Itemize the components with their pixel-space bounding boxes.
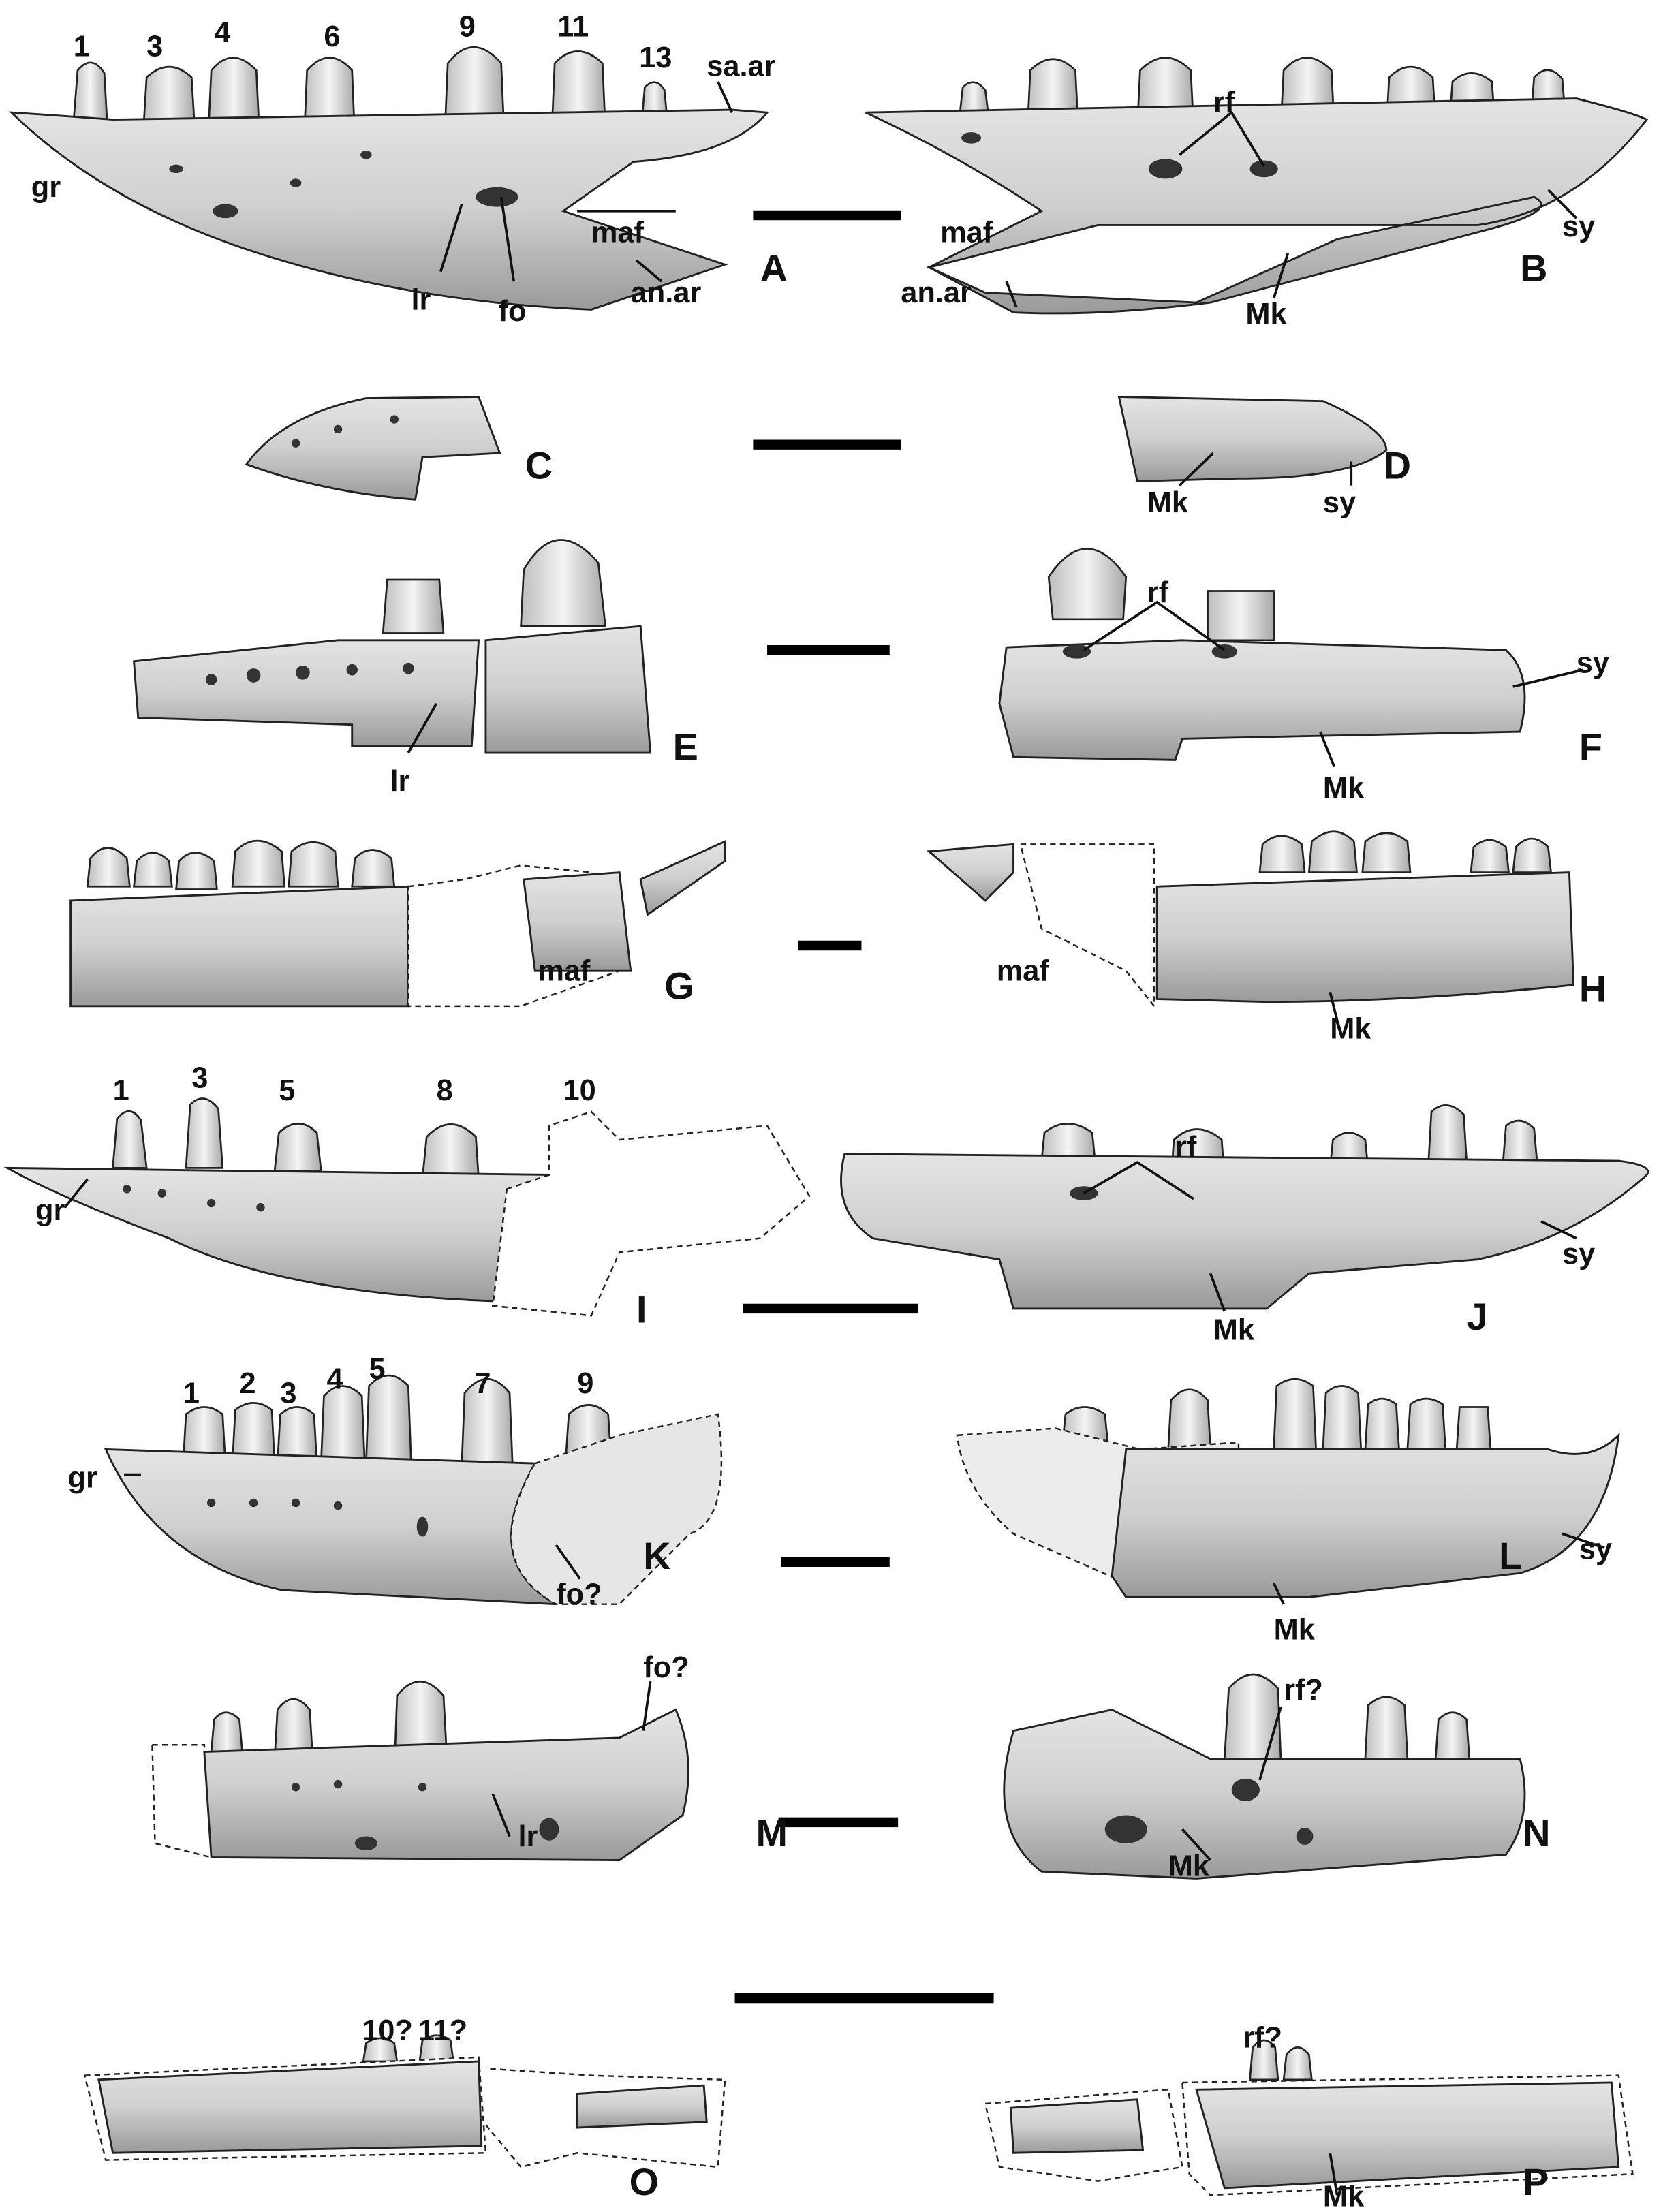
tooth-number: 5: [279, 1074, 295, 1107]
label-an-ar: an.ar: [901, 277, 972, 309]
panel-letter-f: F: [1579, 726, 1602, 768]
panel-letter-i: I: [636, 1289, 647, 1331]
panel-o-jaw: [83, 2034, 726, 2168]
panel-e-jaw: [133, 539, 652, 754]
panel-letter-c: C: [525, 444, 553, 486]
label-mk: Mk: [1323, 2181, 1365, 2212]
panel-f-jaw: [998, 548, 1584, 768]
panel-letter-m: M: [756, 1812, 788, 1854]
tooth-number: 8: [437, 1074, 453, 1107]
label-maf: maf: [940, 216, 993, 249]
tooth-number: 13: [639, 42, 672, 74]
panel-letter-p: P: [1523, 2161, 1548, 2203]
label-rf: rf: [1147, 576, 1169, 609]
label-fo: fo?: [556, 1578, 602, 1611]
label-rf: rf: [1213, 87, 1235, 119]
label-lr: lr: [390, 765, 409, 798]
label-maf: maf: [591, 216, 645, 249]
label-rf: rf: [1175, 1131, 1197, 1164]
panel-b-jaw: [865, 57, 1649, 315]
panel-d-jaw: [1117, 395, 1388, 486]
panel-letter-a: A: [760, 247, 788, 290]
label-sy: sy: [1579, 1533, 1612, 1566]
panel-l-jaw: [956, 1377, 1620, 1605]
label-gr: gr: [67, 1461, 97, 1494]
panel-i-labels: 1 3 5 8 10 gr I: [35, 1062, 647, 1331]
tooth-number: 2: [239, 1367, 255, 1400]
tooth-number: 9: [577, 1367, 593, 1400]
label-mk: Mk: [1245, 298, 1287, 330]
panel-n-jaw: [1003, 1673, 1526, 1880]
tooth-number: 11: [557, 11, 589, 44]
tooth-number: 11?: [418, 2014, 467, 2047]
panel-c-jaw: [245, 396, 501, 501]
label-sy: sy: [1562, 211, 1595, 243]
label-mk: Mk: [1323, 772, 1365, 805]
tooth-number: 3: [146, 31, 163, 63]
label-lr: lr: [518, 1820, 538, 1853]
panel-k-jaw: [104, 1374, 723, 1606]
tooth-number: 5: [369, 1353, 386, 1386]
tooth-number: 3: [191, 1062, 208, 1095]
panel-m-jaw: [151, 1680, 689, 1862]
label-sy: sy: [1562, 1238, 1595, 1271]
panel-letter-d: D: [1384, 444, 1411, 486]
label-mk: Mk: [1274, 1613, 1316, 1646]
panel-i-jaw: [3, 1097, 811, 1317]
panel-letter-o: O: [630, 2161, 659, 2203]
tooth-number: 1: [74, 31, 90, 63]
label-sy: sy: [1323, 486, 1356, 519]
tooth-number: 7: [474, 1367, 491, 1400]
tooth-number: 10?: [362, 2014, 413, 2047]
tooth-number: 3: [280, 1377, 296, 1409]
scale-bars: [734, 210, 994, 2004]
label-gr: gr: [31, 171, 61, 204]
label-maf: maf: [997, 955, 1050, 988]
label-mk: Mk: [1213, 1313, 1255, 1346]
tooth-number: 6: [324, 20, 340, 53]
panel-a-jaw: [9, 46, 769, 311]
label-rf: rf?: [1243, 2021, 1282, 2054]
label-rf: rf?: [1284, 1674, 1323, 1707]
panel-letter-k: K: [643, 1535, 670, 1577]
panel-letter-l: L: [1499, 1535, 1522, 1577]
label-mk: Mk: [1147, 486, 1189, 519]
panel-g-jaw: [69, 839, 726, 1008]
panel-k-labels: 1 2 3 4 5 7 9 gr fo? K: [67, 1353, 670, 1610]
panel-j-jaw: [840, 1104, 1649, 1312]
tooth-number: 9: [459, 11, 476, 44]
label-fo: fo?: [643, 1651, 689, 1684]
label-maf: maf: [538, 955, 591, 988]
panel-a-labels: 1 3 4 6 9 11 13 sa.ar gr maf lr fo an.ar…: [31, 11, 788, 328]
panel-letter-g: G: [664, 965, 694, 1008]
panel-p-jaw: [984, 2039, 1634, 2196]
label-sy: sy: [1577, 647, 1609, 679]
label-an-ar: an.ar: [631, 277, 702, 309]
tooth-number: 4: [214, 16, 230, 49]
panel-letter-j: J: [1467, 1296, 1488, 1338]
label-mk: Mk: [1330, 1012, 1371, 1045]
label-gr: gr: [35, 1194, 65, 1227]
label-fo: fo: [499, 295, 527, 328]
panel-h-jaw: [927, 830, 1575, 1021]
tooth-number: 1: [113, 1074, 129, 1107]
panel-letter-e: E: [673, 726, 698, 768]
label-mk: Mk: [1168, 1850, 1210, 1882]
panel-letter-h: H: [1579, 968, 1606, 1010]
panel-letter-n: N: [1523, 1812, 1550, 1854]
panel-b-labels: rf maf sy an.ar Mk B: [901, 87, 1595, 330]
tooth-number: 4: [327, 1363, 343, 1396]
label-lr: lr: [411, 283, 431, 316]
label-sa-ar: sa.ar: [707, 50, 775, 83]
tooth-number: 10: [563, 1074, 596, 1107]
tooth-number: 1: [183, 1377, 200, 1409]
panel-letter-b: B: [1520, 247, 1547, 290]
